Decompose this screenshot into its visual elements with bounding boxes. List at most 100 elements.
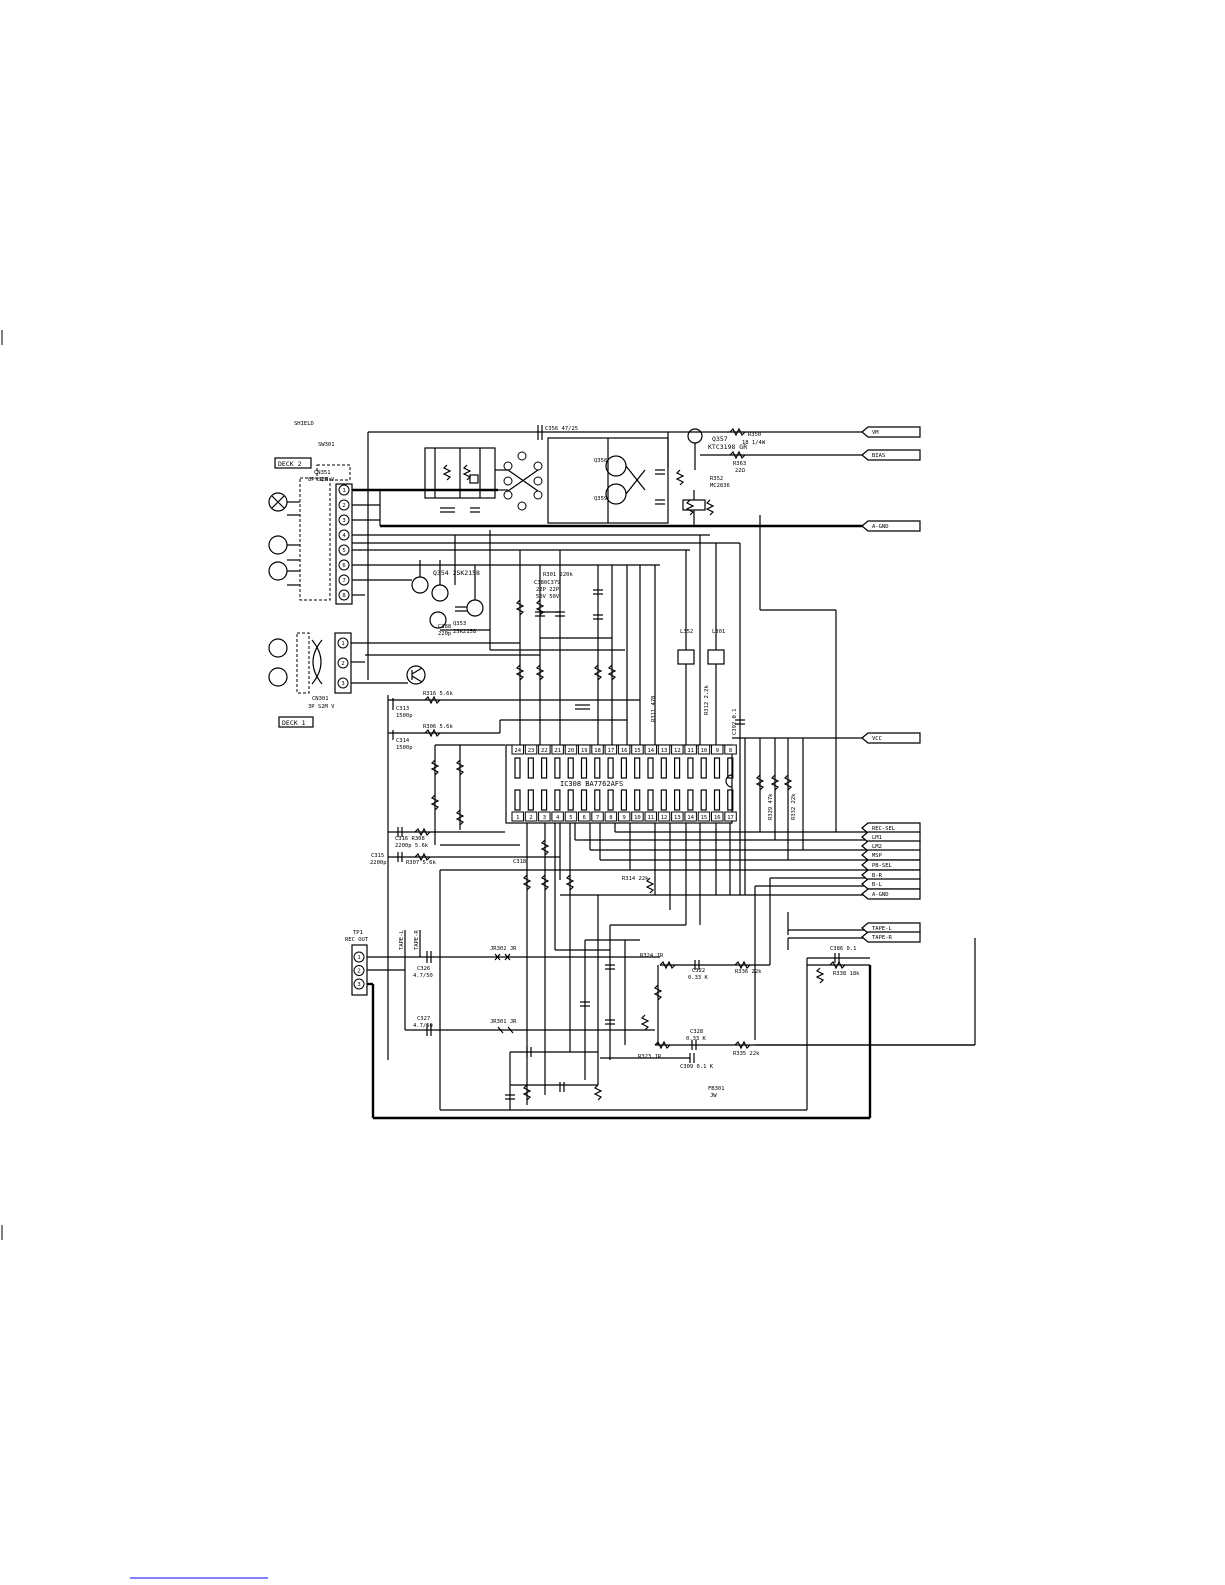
signal-flag-label: A-GND: [872, 892, 889, 898]
q357-label: Q357: [712, 435, 728, 443]
deck1-connector: 123: [268, 632, 540, 728]
c316-value: 2200p 5.6k: [395, 843, 429, 849]
l301-label: L301: [712, 629, 725, 635]
signal-flag-label: LM1: [872, 835, 882, 841]
ic-pin-bottom: [657, 811, 671, 822]
tp1-pin-number: 2: [357, 969, 360, 975]
signal-flag: [861, 888, 921, 900]
signal-flag: [861, 878, 921, 890]
q359-label: Q359: [594, 496, 607, 502]
ic-pin-number: 5: [569, 815, 572, 821]
cn351-pin: [338, 484, 350, 496]
signal-flag: [861, 849, 921, 861]
ic-pin-bottom: [697, 811, 711, 822]
ic-pin-bottom: [644, 811, 657, 822]
signal-flag-label: VM: [872, 430, 879, 436]
bias-oscillator-section: [367, 425, 868, 832]
r336-label: R336 22k: [735, 969, 762, 975]
cn351-pin-number: 8: [342, 593, 345, 599]
r324-label: R324 JR: [640, 953, 664, 959]
ic-strip: [647, 789, 654, 811]
ic-pin-number: 24: [514, 748, 521, 754]
signal-flag: [861, 426, 921, 438]
signal-flag: [861, 449, 921, 461]
q353-label: Q353: [453, 621, 466, 627]
signal-flag-label: REC-SEL: [872, 826, 896, 832]
ic-pin-number: 6: [583, 815, 586, 821]
input-rc: [387, 695, 640, 1060]
r311-label: R311 470: [651, 696, 657, 723]
signal-flag: [861, 732, 921, 744]
ic-pin-bottom: [511, 811, 524, 822]
ic-strip: [713, 789, 721, 811]
ic-pin-number: 17: [608, 748, 615, 754]
ic-strip: [700, 757, 707, 779]
r306-label: R306 5.6k: [423, 724, 453, 730]
cn301-pin-number: 3: [341, 681, 344, 687]
ic-strip: [727, 789, 734, 811]
signal-flag-label: VCC: [872, 736, 882, 742]
tape-r-vlabel: TAPE-R: [414, 929, 420, 950]
ic-pin-top: [644, 744, 657, 755]
cn351-pin-number: 1: [342, 488, 345, 494]
q355-icon: [406, 665, 426, 685]
tape-l-vlabel: TAPE-L: [399, 929, 405, 950]
ic-pin-number: 8: [729, 748, 732, 754]
ic-pin-number: 12: [661, 815, 668, 821]
r316-label: R316 5.6k: [423, 691, 453, 697]
c380-value2: 50V 50V: [536, 594, 560, 600]
ic-pin-top: [524, 744, 538, 755]
c313-label: C313: [396, 706, 409, 712]
r332-label: R332 22k: [791, 793, 797, 820]
ic-strip: [540, 789, 548, 811]
ic-pin-top: [671, 744, 684, 755]
cn351-pin-number: 7: [342, 578, 345, 584]
r350-label: R350: [748, 432, 761, 438]
ic-pin-bottom: [724, 811, 737, 822]
ic-strip: [700, 789, 707, 811]
ic-pin-number: 10: [634, 815, 641, 821]
ic-pin-bottom: [551, 811, 564, 822]
component-labels: DECK 2 DECK 1 CN351 8P S2M V CN301 3P S2…: [278, 421, 860, 1099]
ic-pin-top: [578, 744, 591, 755]
ic-strip: [554, 789, 561, 811]
ic-strip: [687, 789, 694, 811]
c315-label: C315: [371, 853, 384, 859]
cn351-pin: [338, 514, 350, 526]
l352-inductor: [677, 649, 695, 665]
cn301-pin: [337, 637, 349, 649]
ic-pin-number: 16: [621, 748, 628, 754]
r312-label: R312 2.2k: [704, 685, 710, 715]
r350-value: 18 1/4W: [742, 440, 766, 446]
c392-label: C392 0.1: [732, 709, 738, 736]
l301-inductor: [707, 649, 725, 665]
ic-strip: [527, 789, 534, 811]
cn351-pin: [338, 559, 350, 571]
ic-pin-number: 22: [541, 748, 548, 754]
ic-strip: [660, 757, 667, 779]
ic-pin-bottom: [711, 811, 724, 822]
c328-value: 0.33 K: [686, 1036, 707, 1042]
ic-pin-number: 9: [622, 815, 625, 821]
output-section: 123: [351, 823, 976, 1120]
deck2-label: DECK 2: [278, 460, 302, 468]
deck1-tag: [278, 716, 314, 728]
signal-flag: [861, 520, 921, 532]
ic308-label: IC308 BA7762AFS: [560, 780, 623, 788]
ic-pin-number: 4: [556, 815, 560, 821]
ic-strip: [527, 757, 534, 779]
ic-pin-bottom: [604, 811, 618, 822]
ic-pin-top: [657, 744, 671, 755]
ic-pin-bottom: [578, 811, 591, 822]
ic-strip: [634, 789, 641, 811]
ic-strip: [620, 757, 628, 779]
ic-pin-top: [551, 744, 564, 755]
ic-pin-number: 13: [661, 748, 668, 754]
ic-pin-number: 12: [674, 748, 681, 754]
fb301-value: JW: [710, 1093, 717, 1099]
c322-label: C322: [692, 968, 705, 974]
tp1-pin: [353, 965, 365, 976]
ic-strip: [607, 757, 614, 779]
q358-label: Q358: [594, 458, 607, 464]
ic-strip: [607, 789, 614, 811]
